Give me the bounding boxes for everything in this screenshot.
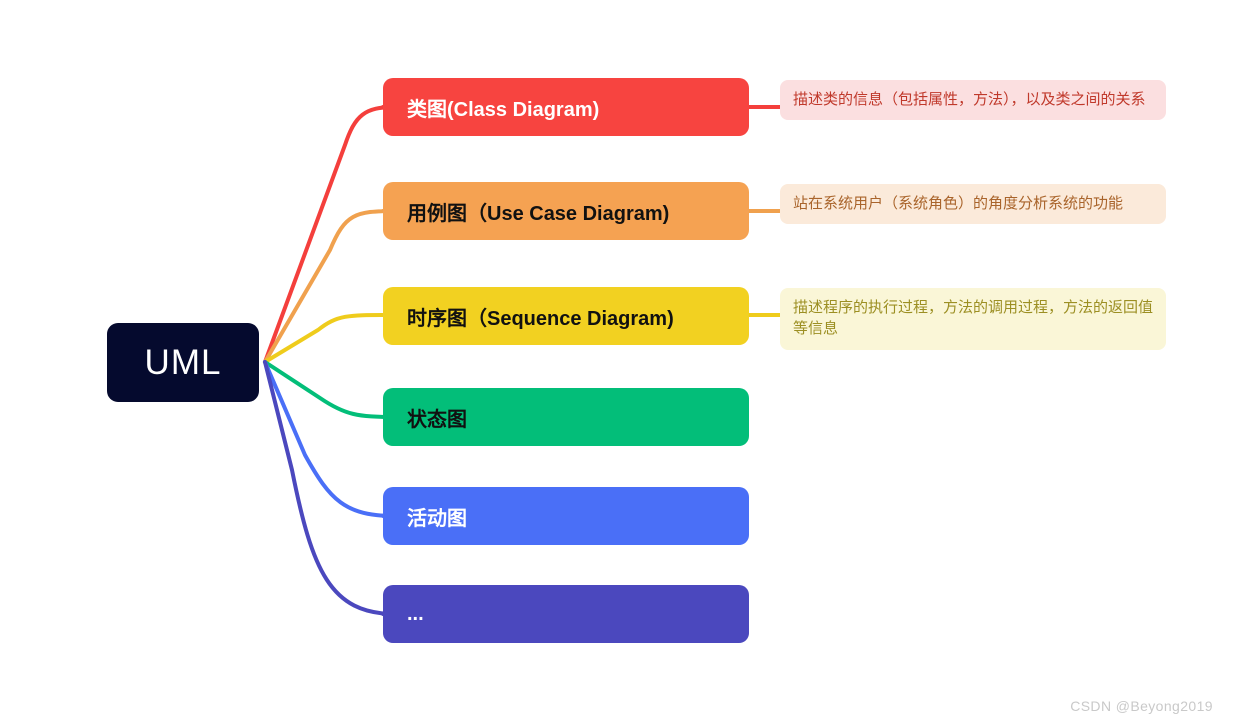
connector-use-case (263, 209, 396, 364)
root-node-label: UML (144, 342, 222, 382)
branch-label-class-diagram: 类图(Class Diagram) (407, 98, 600, 121)
connector-activity (263, 360, 396, 518)
branch-node-sequence[interactable]: 时序图（Sequence Diagram) (383, 287, 749, 345)
branch-node-class-diagram[interactable]: 类图(Class Diagram) (383, 78, 749, 136)
connector-class-diagram (263, 105, 396, 364)
branch-label-use-case: 用例图（Use Case Diagram) (407, 202, 670, 225)
note-sequence: 描述程序的执行过程，方法的调用过程，方法的返回值等信息 (780, 288, 1166, 350)
connector-ellipsis (263, 360, 396, 616)
note-use-case: 站在系统用户（系统角色）的角度分析系统的功能 (780, 184, 1166, 225)
branch-node-ellipsis[interactable]: ... (383, 585, 749, 643)
root-node-uml[interactable]: UML (107, 323, 259, 402)
note-text-class-diagram: 描述类的信息（包括属性，方法），以及类之间的关系 (793, 91, 1146, 108)
note-text-sequence: 描述程序的执行过程，方法的调用过程，方法的返回值等信息 (793, 299, 1154, 338)
branch-node-activity[interactable]: 活动图 (383, 487, 749, 545)
connector-state (263, 360, 396, 419)
note-class-diagram: 描述类的信息（包括属性，方法），以及类之间的关系 (780, 80, 1166, 121)
branch-label-sequence: 时序图（Sequence Diagram) (407, 307, 674, 330)
connector-sequence (263, 312, 396, 364)
watermark: CSDN @Beyong2019 (1070, 698, 1213, 714)
branch-label-activity: 活动图 (407, 507, 467, 530)
branch-label-ellipsis: ... (407, 602, 424, 625)
branch-node-use-case[interactable]: 用例图（Use Case Diagram) (383, 182, 749, 240)
branch-node-state[interactable]: 状态图 (383, 388, 749, 446)
branch-label-state: 状态图 (407, 408, 467, 431)
note-text-use-case: 站在系统用户（系统角色）的角度分析系统的功能 (793, 195, 1124, 212)
